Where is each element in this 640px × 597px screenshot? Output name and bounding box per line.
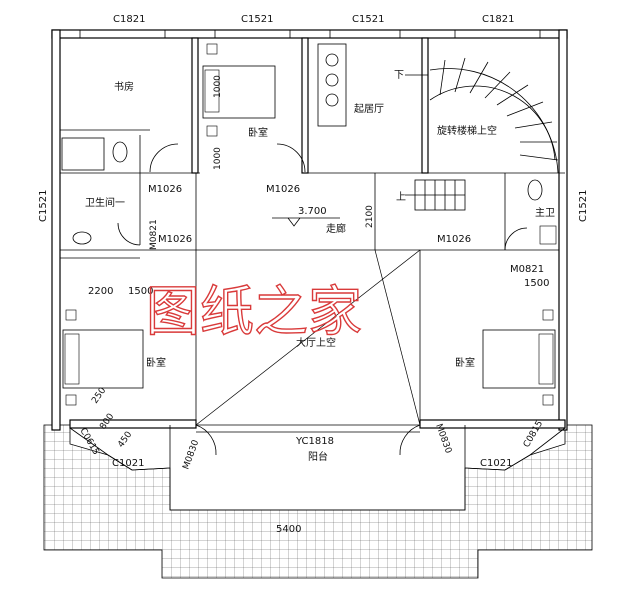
basin-1 [72, 231, 92, 245]
window-label-bay-right-front: C1021 [480, 458, 512, 469]
dim-label: 1500 [524, 278, 549, 289]
toilet-2 [527, 179, 543, 201]
dim-label: 250 [90, 386, 108, 406]
window-label-bay-left-front: C1021 [112, 458, 144, 469]
room-label-master-bath: 主卫 [535, 207, 555, 219]
room-label-stair: 旋转楼梯上空 [437, 124, 497, 137]
window-label-balcony: YC1818 [295, 436, 334, 447]
window-label: C1521 [352, 14, 384, 25]
room-label-corridor: 走廊 [326, 222, 346, 235]
watermark: 图纸之家 [146, 280, 362, 343]
door-label: M1026 [148, 184, 182, 195]
stair-up-mark: 上 [396, 191, 406, 203]
room-label-study: 书房 [114, 80, 134, 93]
room-label-hall-void: 大厅上空 [296, 336, 336, 349]
door-label: M0821 [149, 219, 159, 250]
bed-right [482, 329, 556, 389]
toilet-1 [112, 141, 128, 163]
door-label: M0821 [510, 264, 544, 275]
dim-label: 450 [116, 430, 134, 450]
door-label: M0830 [181, 439, 201, 471]
room-label-bedroom-left: 卧室 [146, 356, 166, 369]
dim-label: 2100 [365, 205, 375, 228]
level-marker [272, 217, 340, 227]
window-label-right: C1521 [578, 190, 589, 222]
level-label: 3.700 [298, 206, 327, 217]
furniture [61, 43, 557, 456]
interior-walls [60, 37, 566, 511]
door-label: M1026 [158, 234, 192, 245]
dim-label: 5400 [276, 524, 301, 535]
room-label-bedroom-top: 卧室 [248, 126, 268, 139]
sofa [317, 43, 347, 127]
stair-down-mark: 下 [394, 70, 404, 81]
dim-label: 2200 [88, 286, 113, 297]
window-label: C1821 [482, 14, 514, 25]
basin-2 [539, 225, 557, 245]
room-label-bedroom-right: 卧室 [455, 356, 475, 369]
door-label: M1026 [266, 184, 300, 195]
bed-left [62, 329, 144, 389]
outer-walls [51, 29, 568, 431]
shower [61, 137, 105, 171]
dim-label: 1000 [213, 147, 223, 170]
spiral-stair [405, 57, 559, 174]
balcony-tiles [43, 424, 593, 579]
door-label: M1026 [437, 234, 471, 245]
bed-top [202, 65, 276, 119]
room-label-living: 起居厅 [354, 103, 384, 115]
window-label: C1821 [113, 14, 145, 25]
dim-label: 1000 [213, 75, 223, 98]
window-label-left: C1521 [38, 190, 49, 222]
dim-label: 1500 [128, 286, 153, 297]
room-label-balcony: 阳台 [308, 450, 328, 463]
room-label-bathroom: 卫生间一 [85, 196, 125, 209]
window-label: C1521 [241, 14, 273, 25]
straight-stair [405, 179, 466, 211]
